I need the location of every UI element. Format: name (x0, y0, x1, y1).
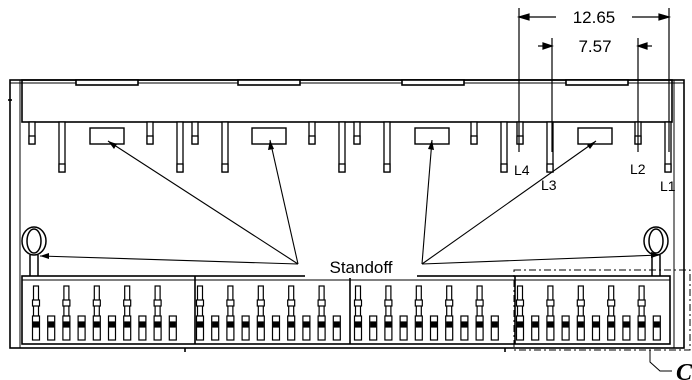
solder-pin (153, 285, 162, 341)
outer-dimension-value: 12.65 (573, 8, 616, 27)
upper-lead (546, 121, 554, 173)
standoff-pads (89, 127, 613, 145)
solder-pin (384, 285, 393, 341)
upper-lead (500, 121, 508, 173)
solder-pin (414, 285, 423, 341)
solder-pin (369, 315, 378, 341)
leader-arrow (108, 141, 117, 149)
leader-arrow (268, 140, 274, 150)
lead-label-l4: L4 (514, 162, 530, 178)
lead-label-l3: L3 (541, 177, 557, 193)
solder-pin (445, 285, 454, 341)
lead-label-l1: L1 (660, 178, 676, 194)
solder-pin (271, 315, 281, 341)
solder-pin (287, 285, 296, 341)
dimension-lines (516, 8, 672, 152)
solder-pin (47, 315, 56, 341)
solder-pin (256, 285, 265, 341)
solder-pin (561, 315, 570, 341)
upper-lead (516, 121, 524, 145)
upper-lead (221, 121, 229, 173)
solder-pin (302, 315, 311, 341)
solder-pin (332, 315, 341, 341)
upper-lead (176, 121, 184, 173)
solder-pin (123, 285, 132, 341)
solder-pin (607, 285, 616, 341)
detail-box (513, 269, 691, 372)
upper-lead (58, 121, 66, 173)
standoff-callout: Standoff (329, 258, 392, 277)
solder-pin (138, 315, 147, 341)
solder-pin (211, 315, 220, 341)
solder-pin (652, 315, 661, 341)
solder-pin (460, 315, 469, 341)
leader-arrow (40, 253, 49, 259)
upper-lead (338, 121, 346, 173)
solder-pin (475, 285, 484, 341)
solder-pin (77, 315, 86, 341)
solder-pin (353, 285, 363, 341)
upper-lead (28, 121, 36, 145)
housing-body (8, 79, 685, 352)
upper-lead (470, 121, 478, 145)
lower-pins (31, 285, 661, 341)
solder-pin (317, 285, 326, 341)
solder-pin (92, 285, 101, 341)
leader-arrow (587, 141, 596, 149)
solder-pin (107, 315, 117, 341)
solder-pin (591, 315, 601, 341)
solder-pin (399, 315, 408, 341)
solder-pin (31, 285, 41, 341)
upper-lead (383, 121, 391, 173)
solder-pin (62, 285, 71, 341)
upper-lead (353, 121, 361, 145)
solder-pin (195, 285, 205, 341)
solder-pin (226, 285, 235, 341)
upper-leads (28, 121, 672, 173)
callout-bg (305, 256, 417, 278)
upper-lead (191, 121, 199, 145)
solder-pin (490, 315, 499, 341)
solder-pin (429, 315, 439, 341)
solder-pin (576, 285, 585, 341)
leader-arrow (651, 252, 660, 258)
upper-lead (664, 121, 672, 173)
solder-pin (546, 285, 555, 341)
standoff-leaders (39, 139, 661, 265)
lead-label-l2: L2 (630, 161, 646, 177)
upper-lead (146, 121, 154, 145)
solder-pin (531, 315, 540, 341)
solder-pin (241, 315, 250, 341)
solder-pin (637, 285, 646, 341)
inner-dimension-value: 7.57 (578, 37, 611, 56)
leader-arrow (428, 140, 434, 150)
solder-pin (515, 285, 525, 341)
solder-pin (622, 315, 631, 341)
upper-lead (308, 121, 316, 145)
detail-label: C (676, 360, 692, 380)
solder-pin (168, 315, 177, 341)
